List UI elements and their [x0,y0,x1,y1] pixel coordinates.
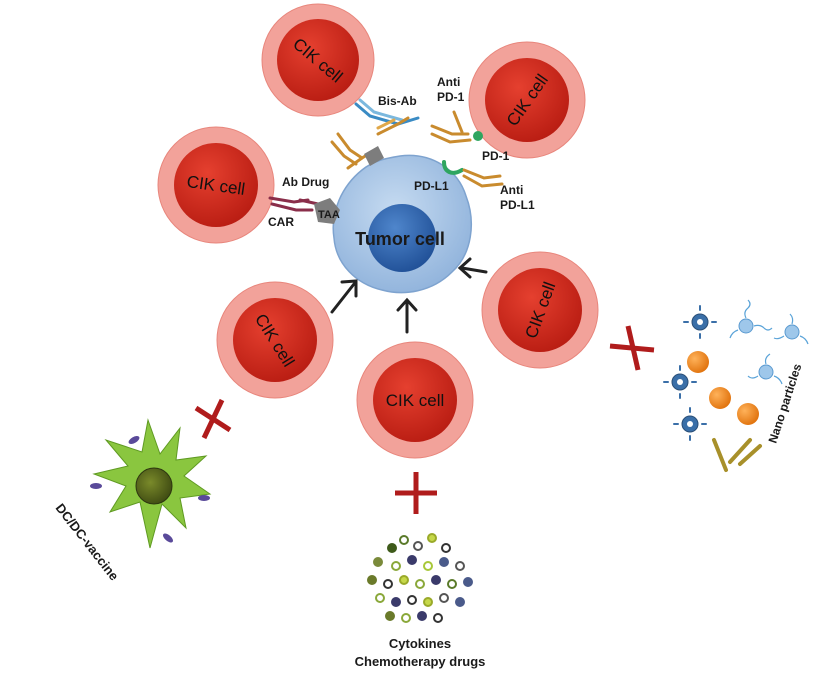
pdl1-ligand-icon [442,160,464,175]
antibody-drug-icon [330,132,374,170]
pd1-label: PD-1 [482,149,510,163]
cik-cell-bottom: CIK cell [356,341,474,459]
tumor-cell-label: Tumor cell [355,229,445,249]
plus-icon [194,398,232,440]
arrow-icon [457,257,488,279]
cytokines-label: Cytokines [389,636,451,651]
car-receptor-icon [268,196,320,212]
cik-cell-lower-left: CIK cell [216,281,334,399]
cytokine-particles [367,533,473,623]
orange-nanoparticle-icon [687,351,759,425]
cik-cell-label: CIK cell [386,391,445,410]
dendritic-cell [90,418,212,549]
cik-cell-right: CIK cell [481,251,599,369]
drug-payload-icon [364,146,384,166]
cik-cell-top-right: CIK cell [468,41,586,159]
arrow-icon [396,297,418,334]
bis-antibody-icon [354,98,420,136]
anti-pdl1-antibody-icon [462,168,504,188]
tumor-cell: Tumor cell [332,154,472,294]
plus-icon [609,325,655,371]
spiky-nanoparticle-icon [671,313,709,433]
chemo-drugs-label: Chemotherapy drugs [355,654,486,669]
nanorod-icon [712,438,762,472]
pd1-receptor-icon [473,131,483,141]
nano-particles [663,299,809,472]
ab-drug-label: Ab Drug [282,175,329,189]
dc-vaccine-label: DC/DC-vaccine [53,501,122,584]
car-label: CAR [268,215,294,229]
arrow-icon [330,279,358,314]
taa-antigen-icon [314,198,340,224]
plus-icon [395,472,437,514]
cik-cell-top: CIK cell [261,3,375,117]
taa-label: TAA [318,209,340,221]
anti-pd1-antibody-icon [430,110,472,144]
bis-ab-label: Bis-Ab [378,94,417,108]
pdl1-label: PD-L1 [414,179,449,193]
cik-cell-left: CIK cell [157,126,275,244]
